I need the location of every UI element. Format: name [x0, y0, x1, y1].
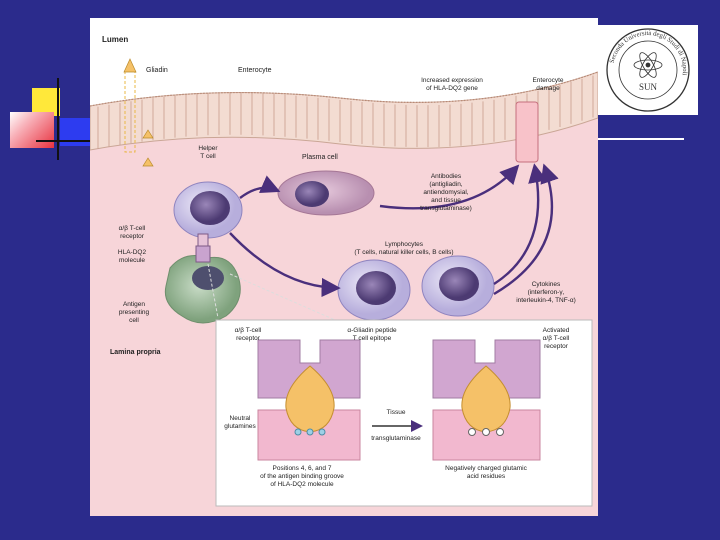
helper-to-plasma-arrow	[239, 175, 281, 199]
antibodies-label: Antibodies(antigliadin,antiendomysial,an…	[420, 173, 472, 212]
tcell-receptor	[197, 233, 209, 247]
antibody-arrow	[379, 164, 520, 210]
lymphocyte-nucleus	[356, 271, 396, 305]
glutamic-acid-residue	[496, 428, 504, 436]
seal-monogram: SUN	[639, 82, 658, 92]
glutamic-acid-residue	[468, 428, 476, 436]
seal-inner-ring	[618, 40, 678, 100]
university-seal: Seconda Università degli Studi di Napoli…	[598, 25, 698, 115]
apc-nucleus	[192, 266, 224, 290]
lamina-propria-label: Lamina propria	[110, 349, 161, 356]
inset-right-complex	[432, 339, 541, 461]
glutamine-residue	[294, 428, 302, 436]
brush-border	[90, 71, 598, 107]
plasma-cell-nucleus	[295, 181, 329, 207]
enterocyte-label: Enterocyte	[238, 67, 272, 74]
deco-horizontal-line	[36, 140, 92, 142]
celiac-pathogenesis-figure: Lumen Gliadin Enterocyte Increased expre…	[90, 35, 598, 516]
deco-vertical-line	[57, 78, 59, 160]
deco-red-square	[10, 112, 54, 148]
gliadin-fragment-icon	[142, 157, 154, 167]
lymphocytes-label: Lymphocytes(T cells, natural killer cell…	[354, 241, 453, 256]
gliadin-icon	[123, 58, 137, 73]
inset-callout-lines	[207, 263, 336, 321]
lymphocyte-nucleus	[439, 267, 479, 301]
helper-to-lymphocyte-arrow	[229, 232, 341, 298]
gliadin-label: Gliadin	[146, 67, 168, 74]
damaged-enterocyte	[515, 101, 539, 163]
plasma-cell-label: Plasma cell	[302, 154, 338, 161]
glutamic-acid-residue	[482, 428, 490, 436]
helper-t-cell-nucleus	[190, 191, 230, 225]
glutamine-residue	[306, 428, 314, 436]
seal-underline	[598, 138, 684, 140]
atom-icon	[633, 52, 663, 78]
gliadin-fragment-icon	[142, 129, 154, 139]
hla-dq2-molecule	[195, 245, 211, 263]
enterocyte-cells	[97, 75, 594, 149]
lumen-label: Lumen	[102, 35, 128, 44]
glutamine-residue	[318, 428, 326, 436]
deco-yellow-square	[32, 88, 60, 116]
cytokine-arrow	[493, 163, 559, 296]
cytokine-arrow	[493, 163, 548, 286]
cytokines-label: Cytokines(interferon-γ,interleukin-4, TN…	[516, 281, 576, 304]
celiac-diagram-panel: Lumen Gliadin Enterocyte Increased expre…	[90, 18, 598, 516]
